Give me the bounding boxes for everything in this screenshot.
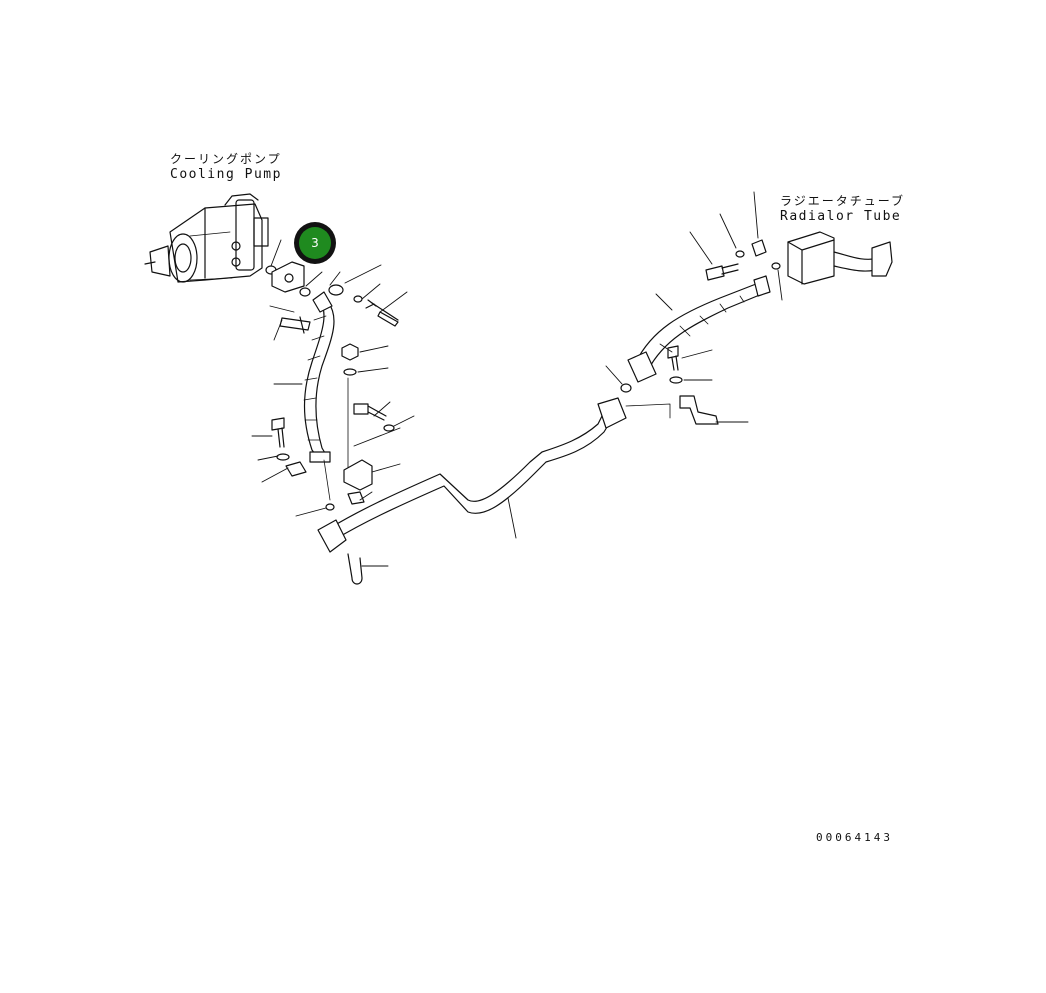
- right-parts: [667, 191, 783, 425]
- reference-number: 00064143: [816, 831, 893, 844]
- radiator-tube-label-en: Radialor Tube: [780, 209, 902, 224]
- center-parts: [341, 343, 415, 585]
- part-callout-marker[interactable]: 3: [294, 222, 336, 264]
- main-tube: [317, 397, 671, 553]
- pump-fittings: [265, 239, 408, 341]
- radiator-tube-label-jp: ラジエータチューブ: [780, 194, 906, 208]
- pump-hose: [273, 291, 335, 463]
- cooling-pump-label-en: Cooling Pump: [170, 167, 282, 182]
- cooling-pump-label-jp: クーリングポンプ: [170, 152, 282, 166]
- left-bolts: [251, 417, 335, 517]
- cooling-pump: [144, 193, 269, 283]
- radiator-hose: [605, 275, 771, 393]
- part-callout-number: 3: [299, 227, 331, 259]
- radiator-tube-block: [787, 231, 893, 285]
